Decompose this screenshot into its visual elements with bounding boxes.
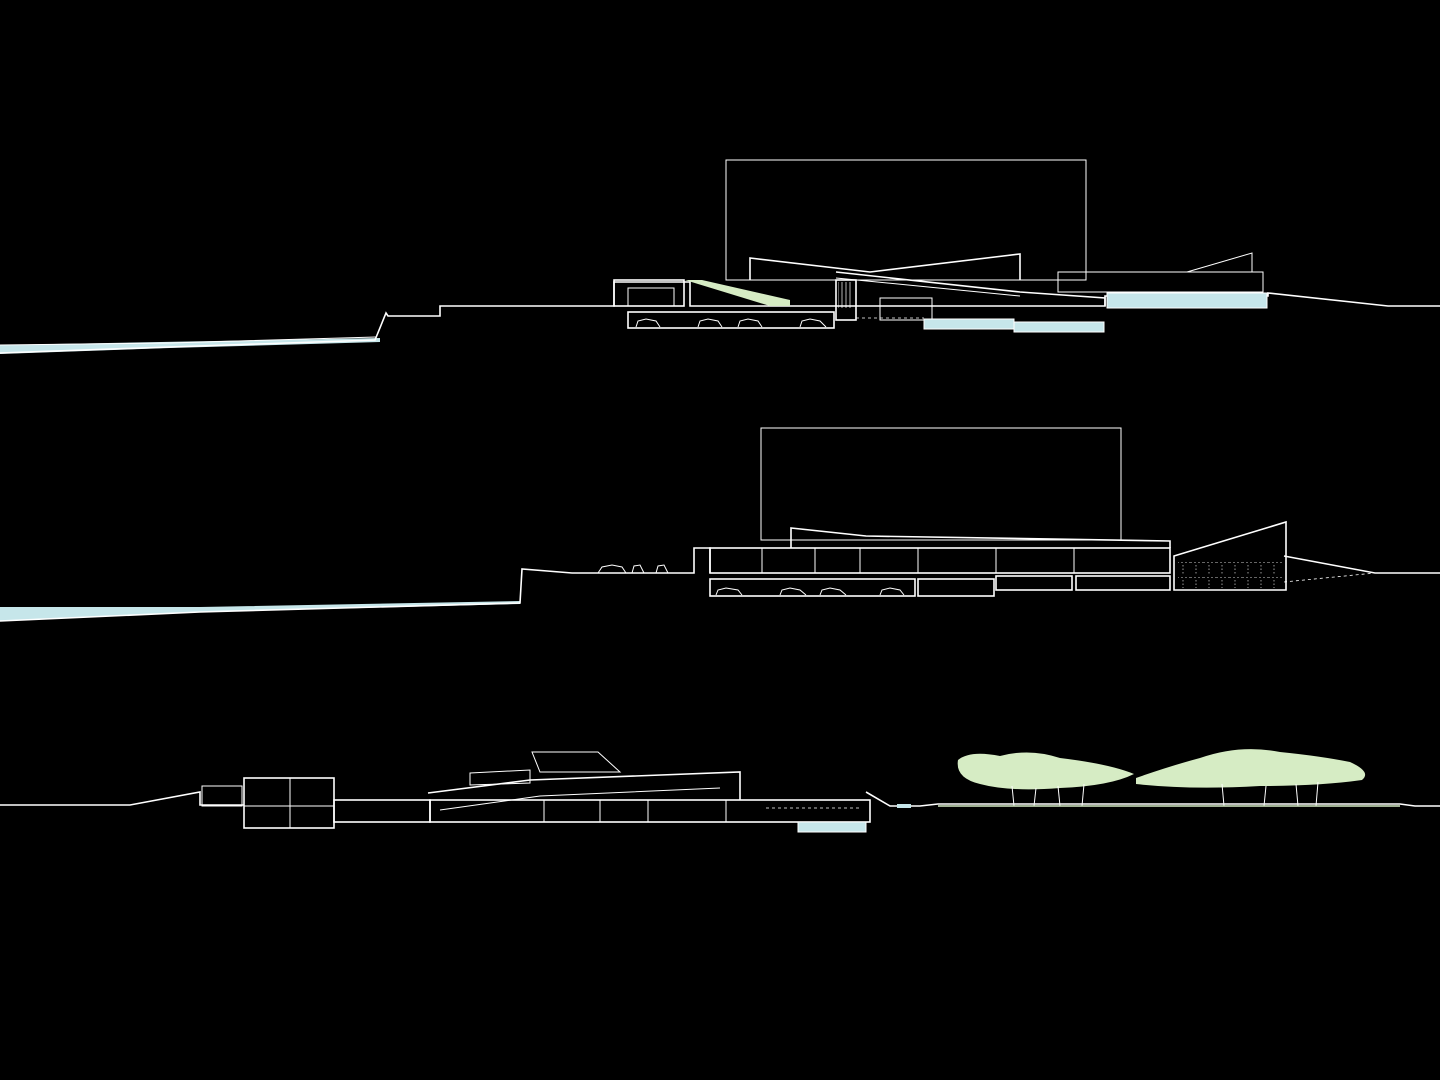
ground-dash	[1283, 572, 1376, 583]
ground-line	[0, 547, 711, 622]
sloped-roof	[790, 527, 1171, 548]
tree-icon	[938, 749, 1400, 807]
west-annex	[201, 785, 243, 807]
ground-line-upper	[0, 336, 377, 346]
sloped-roof-inner	[835, 277, 1021, 297]
pool	[797, 821, 867, 833]
main-hall	[429, 799, 871, 823]
roof-fin-1	[469, 769, 531, 786]
green-ramp	[685, 280, 790, 306]
section-3	[0, 749, 1440, 833]
ground-line-right	[865, 791, 1440, 807]
tree-canopy-1	[957, 752, 1134, 790]
inner-room	[879, 297, 933, 321]
right-roof	[1173, 520, 1287, 591]
service-room-3	[1075, 575, 1171, 591]
hall-partitions	[543, 800, 727, 822]
parking-level	[627, 311, 835, 329]
pool-1	[923, 318, 1015, 330]
tree-canopy-2	[1136, 749, 1366, 788]
service-room-2	[995, 575, 1073, 591]
section-1	[0, 159, 1440, 354]
entry-inner	[627, 287, 675, 307]
car-icon	[597, 564, 905, 596]
main-hall	[835, 279, 857, 321]
rear-roof-slope	[1186, 252, 1253, 273]
pool-2	[1013, 321, 1105, 333]
tower-facade	[760, 427, 1122, 541]
ground-line	[0, 791, 244, 806]
ground-floor	[709, 547, 1171, 574]
podium-block	[749, 253, 1021, 280]
colonnade	[333, 799, 431, 823]
main-hall-stair	[838, 282, 852, 308]
west-block	[243, 777, 335, 829]
pitched-roof	[427, 771, 741, 800]
rear-volume	[1057, 271, 1264, 293]
sloped-roof-main	[835, 271, 1106, 306]
roof-wedge	[439, 787, 721, 811]
pool-3	[1106, 292, 1268, 309]
service-room	[917, 578, 995, 597]
floor-partitions	[761, 548, 1075, 573]
parking-level	[709, 578, 916, 597]
right-roof-grid	[1178, 562, 1282, 588]
pool	[897, 804, 911, 808]
roof-fin-2	[531, 751, 622, 773]
ground-line-right	[1283, 555, 1440, 574]
car-icon	[635, 318, 827, 328]
section-2	[0, 427, 1440, 622]
tree-trunks	[1011, 781, 1319, 807]
